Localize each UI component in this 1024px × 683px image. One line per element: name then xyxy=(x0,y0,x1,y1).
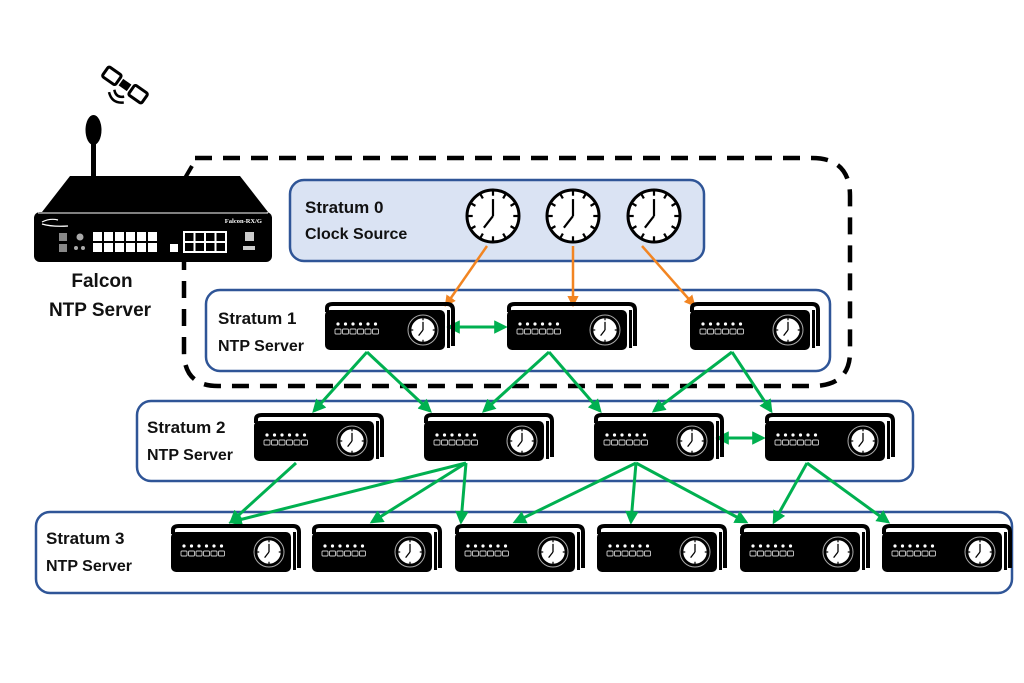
stratum-1-ntp-server-2 xyxy=(690,302,820,350)
clock-icon xyxy=(539,538,567,566)
downstream-sync-arrow xyxy=(482,350,551,413)
stratum-3-ntp-server-3 xyxy=(597,524,727,572)
stratum-1-ntp-server-0 xyxy=(325,302,455,350)
clock-icon xyxy=(255,538,283,566)
stratum-0-clock-0 xyxy=(465,188,521,244)
source-sync-arrow xyxy=(641,245,696,307)
clock-icon xyxy=(409,316,437,344)
downstream-sync-arrow xyxy=(625,462,639,525)
downstream-sync-arrow xyxy=(369,461,467,524)
downstream-sync-arrow xyxy=(229,461,298,524)
dashed-boundary xyxy=(181,155,853,389)
clock-icon xyxy=(966,538,994,566)
clock-icon xyxy=(591,316,619,344)
downstream-sync-arrow xyxy=(312,350,369,414)
stratum-2-subtitle: NTP Server xyxy=(147,447,233,464)
stratum-2-ntp-server-0 xyxy=(254,413,384,461)
stratum-0-clock-1 xyxy=(545,188,601,244)
front-panel xyxy=(59,231,255,253)
downstream-sync-arrow xyxy=(365,350,432,413)
clock-icon xyxy=(678,427,706,455)
falcon-ntp-server-device: Falcon-RX/G xyxy=(34,115,272,262)
stratum-0-clock-2 xyxy=(626,188,682,244)
clock-icon xyxy=(396,538,424,566)
source-sync-arrow xyxy=(444,245,489,307)
antenna-icon xyxy=(85,115,102,145)
stratum-0-subtitle: Clock Source xyxy=(305,226,407,243)
clock-icon xyxy=(508,427,536,455)
stratum-1-subtitle: NTP Server xyxy=(218,338,304,355)
downstream-sync-arrow xyxy=(512,461,637,524)
falcon-caption-line2: NTP Server xyxy=(49,300,152,321)
stratum-1-title: Stratum 1 xyxy=(218,309,296,328)
downstream-sync-arrow xyxy=(228,461,467,526)
downstream-sync-arrow xyxy=(651,350,733,413)
downstream-sync-arrow xyxy=(806,461,891,524)
stratum-2-ntp-server-3 xyxy=(765,413,895,461)
stratum-2-ntp-server-1 xyxy=(424,413,554,461)
stratum-3-subtitle: NTP Server xyxy=(46,558,132,575)
downstream-sync-arrow xyxy=(635,461,749,524)
stratum-0-title: Stratum 0 xyxy=(305,198,383,217)
clock-icon xyxy=(681,538,709,566)
stratum-3-ntp-server-1 xyxy=(312,524,442,572)
stratum-2-ntp-server-2 xyxy=(594,413,724,461)
stratum-3-ntp-server-2 xyxy=(455,524,585,572)
clock-icon xyxy=(338,427,366,455)
downstream-sync-arrow xyxy=(772,462,809,525)
clock-icon xyxy=(849,427,877,455)
stratum-3-ntp-server-4 xyxy=(740,524,870,572)
falcon-caption-line1: Falcon xyxy=(71,271,132,292)
downstream-sync-arrow xyxy=(547,351,602,414)
antenna-mast xyxy=(91,140,96,178)
falcon-model-label: Falcon-RX/G xyxy=(225,218,262,225)
stratum-3-title: Stratum 3 xyxy=(46,529,124,548)
stratum-2-title: Stratum 2 xyxy=(147,418,225,437)
downstream-sync-arrow xyxy=(455,462,469,525)
stratum-3-ntp-server-0 xyxy=(171,524,301,572)
downstream-sync-arrow xyxy=(730,351,773,414)
stratum-3-ntp-server-5 xyxy=(882,524,1012,572)
clock-icon xyxy=(824,538,852,566)
stratum-1-ntp-server-1 xyxy=(507,302,637,350)
satellite-icon xyxy=(101,65,149,105)
clock-icon xyxy=(774,316,802,344)
